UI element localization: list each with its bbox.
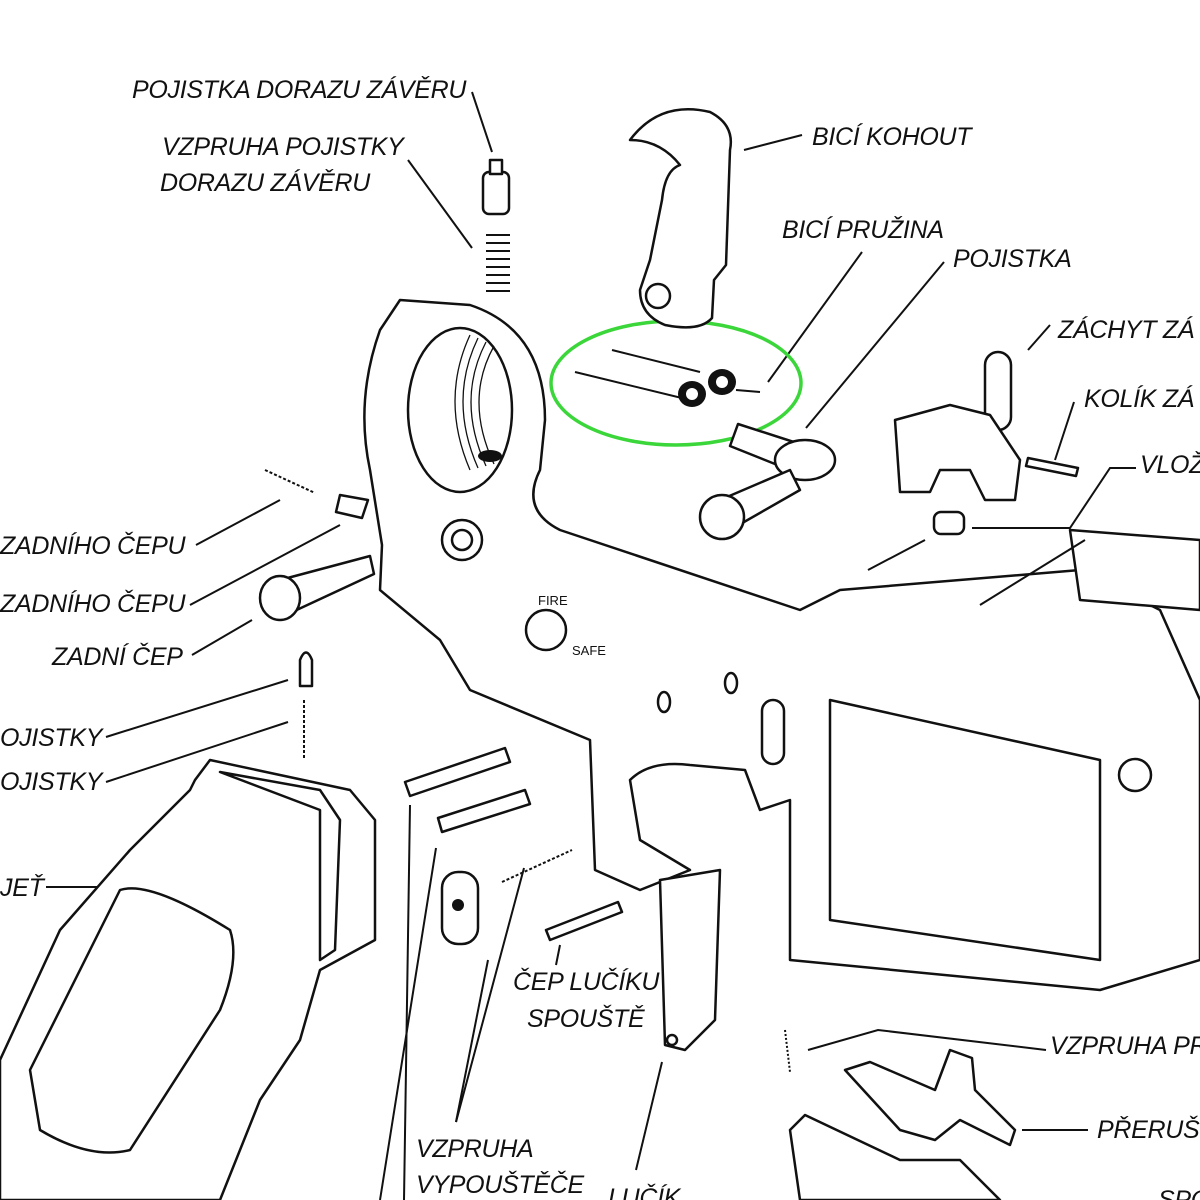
pivot-pin (979, 539, 1086, 606)
label-safety-detent: OJISTKY (0, 724, 105, 752)
label-trigger-spring-line2: VYPOUŠTĚČE (416, 1170, 584, 1199)
label-trigger-guard-pin-line2: SPOUŠTĚ (527, 1004, 645, 1033)
bolt-catch (893, 350, 1022, 502)
hammer-spring (574, 349, 761, 407)
disconnector (843, 1048, 1017, 1147)
safety-detent (298, 651, 314, 688)
label-bolt-catch-plunger: POJISTKA DORAZU ZÁVĚRU (132, 75, 467, 104)
label-bolt-catch-pin: KOLÍK ZÁ (1084, 384, 1194, 413)
label-bolt-catch-spring-line2: DORAZU ZÁVĚRU (160, 168, 371, 197)
label-trigger-guard: LUČÍK (608, 1183, 682, 1200)
buffer-tube-threads (454, 334, 495, 471)
label-trigger-spring-line1: VZPRUHA (416, 1135, 533, 1163)
label-safety-spring: OJISTKY (0, 768, 105, 796)
label-safety: POJISTKA (953, 245, 1071, 273)
fire-mark: FIRE (538, 593, 568, 608)
label-disconnector-spring: VZPRUHA PR (1050, 1032, 1200, 1060)
label-hammer-spring: BICÍ PRUŽINA (782, 215, 944, 244)
label-grip: JEŤ (0, 873, 46, 902)
disconnector-spring (784, 1029, 791, 1073)
hammer (628, 108, 733, 329)
trigger (788, 1113, 1002, 1200)
label-insert: VLOŽ (1140, 450, 1200, 479)
safety-selector (698, 422, 837, 541)
label-disconnector: PŘERUŠ (1097, 1115, 1200, 1144)
pistol-grip (0, 758, 377, 1200)
label-rear-pin: ZADNÍ ČEP (51, 642, 183, 671)
insert-detent (932, 510, 966, 536)
labels: POJISTKA DORAZU ZÁVĚRU VZPRUHA POJISTKY … (0, 75, 1200, 1200)
bolt-catch-spring (486, 234, 510, 292)
label-trigger: SPO (1158, 1186, 1200, 1200)
safe-mark: SAFE (572, 643, 606, 658)
disconnector-spring-coil (501, 849, 573, 883)
selector-hole (524, 608, 568, 652)
highlight-ellipse (549, 319, 803, 447)
bolt-catch-plunger (481, 170, 511, 216)
trigger-guard-pin (544, 900, 624, 942)
bolt-catch-pin (1024, 456, 1080, 478)
label-bolt-catch-spring-line1: VZPRUHA POJISTKY (162, 133, 406, 161)
label-rear-pin-detent: ZADNÍHO ČEPU (0, 589, 187, 618)
rear-pin-detent (334, 493, 370, 520)
label-trigger-guard-pin-line1: ČEP LUČÍKU (513, 967, 660, 996)
hammer-pin (403, 746, 512, 798)
label-rear-pin-spring: ZADNÍHO ČEPU (0, 531, 187, 560)
rear-pin-spring (264, 469, 316, 494)
trigger-pin (436, 788, 532, 834)
label-bolt-catch: ZÁCHYT ZÁ (1057, 315, 1194, 344)
trigger-guard (658, 868, 722, 1052)
takedown-spring (867, 539, 926, 571)
label-hammer: BICÍ KOHOUT (812, 122, 973, 151)
